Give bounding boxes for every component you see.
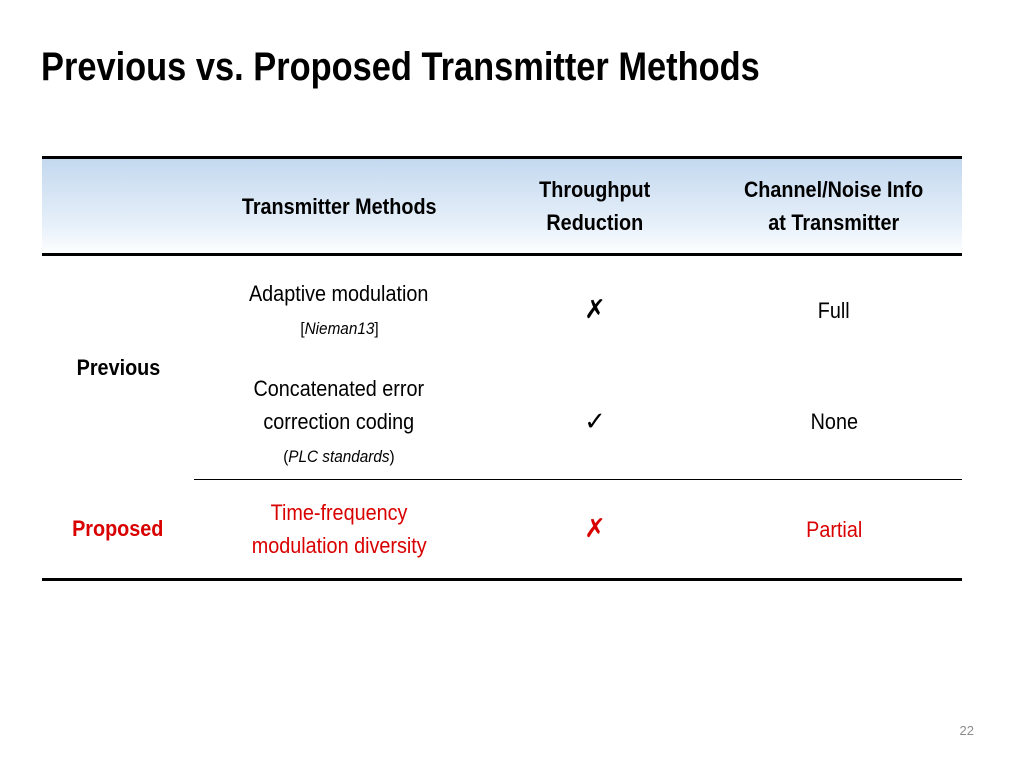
ref-text: PLC standards [288, 447, 390, 467]
header-channel-line2: at Transmitter [768, 210, 900, 235]
header-transmitter-methods: Transmitter Methods [194, 156, 484, 256]
info-cell: Partial [706, 479, 962, 581]
cross-mark-icon: ✗ [584, 513, 606, 543]
page-number: 22 [959, 723, 974, 738]
info-cell: None [706, 364, 962, 480]
method-name: Adaptive modulation [249, 281, 429, 307]
slide-title: Previous vs. Proposed Transmitter Method… [41, 45, 760, 89]
method-cell: Adaptive modulation [Nieman13] [194, 255, 484, 365]
table-row: Previous Adaptive modulation [Nieman13] … [42, 255, 962, 380]
info-value: None [810, 409, 858, 435]
throughput-cell: ✗ [484, 479, 706, 581]
header-empty-cell [42, 156, 194, 256]
ref-open: ( [283, 447, 289, 467]
method-cell: Time-frequency modulation diversity [194, 479, 484, 581]
method-name-line1: Time-frequency [270, 500, 408, 525]
header-throughput-line2: Reduction [546, 210, 644, 235]
header-throughput-reduction: Throughput Reduction [484, 156, 706, 256]
header-throughput-line1: Throughput [539, 177, 651, 202]
throughput-cell: ✓ [484, 364, 706, 480]
method-name-line2: modulation diversity [251, 533, 427, 558]
comparison-table: Transmitter Methods Throughput Reduction… [42, 156, 962, 581]
info-value: Full [818, 297, 850, 323]
ref-close: ] [373, 319, 379, 339]
method-name-line1: Concatenated error [253, 376, 425, 402]
proposed-label: Proposed [72, 516, 164, 542]
header-channel-noise-info: Channel/Noise Info at Transmitter [706, 156, 962, 256]
ref-open: [ [299, 319, 305, 339]
previous-label: Previous [76, 355, 160, 381]
group-label-previous: Previous [42, 255, 194, 480]
header-transmitter-methods-label: Transmitter Methods [241, 193, 437, 219]
table-header-row: Transmitter Methods Throughput Reduction… [42, 156, 962, 256]
cross-mark-icon: ✗ [584, 294, 606, 325]
info-cell: Full [706, 255, 962, 365]
header-channel-line1: Channel/Noise Info [744, 177, 924, 202]
method-reference: (PLC standards) [283, 445, 394, 469]
method-reference: [Nieman13] [300, 317, 378, 341]
method-cell: Concatenated error correction coding (PL… [194, 364, 484, 480]
group-label-proposed: Proposed [42, 479, 194, 581]
info-value: Partial [805, 516, 863, 542]
throughput-cell: ✗ [484, 255, 706, 365]
method-name-line2: correction coding [263, 409, 415, 435]
ref-close: ) [389, 447, 395, 467]
table-row: Proposed Time-frequency modulation diver… [42, 479, 962, 581]
ref-text: Nieman13 [304, 319, 374, 339]
check-mark-icon: ✓ [584, 405, 606, 436]
table-row: Concatenated error correction coding (PL… [42, 364, 962, 480]
